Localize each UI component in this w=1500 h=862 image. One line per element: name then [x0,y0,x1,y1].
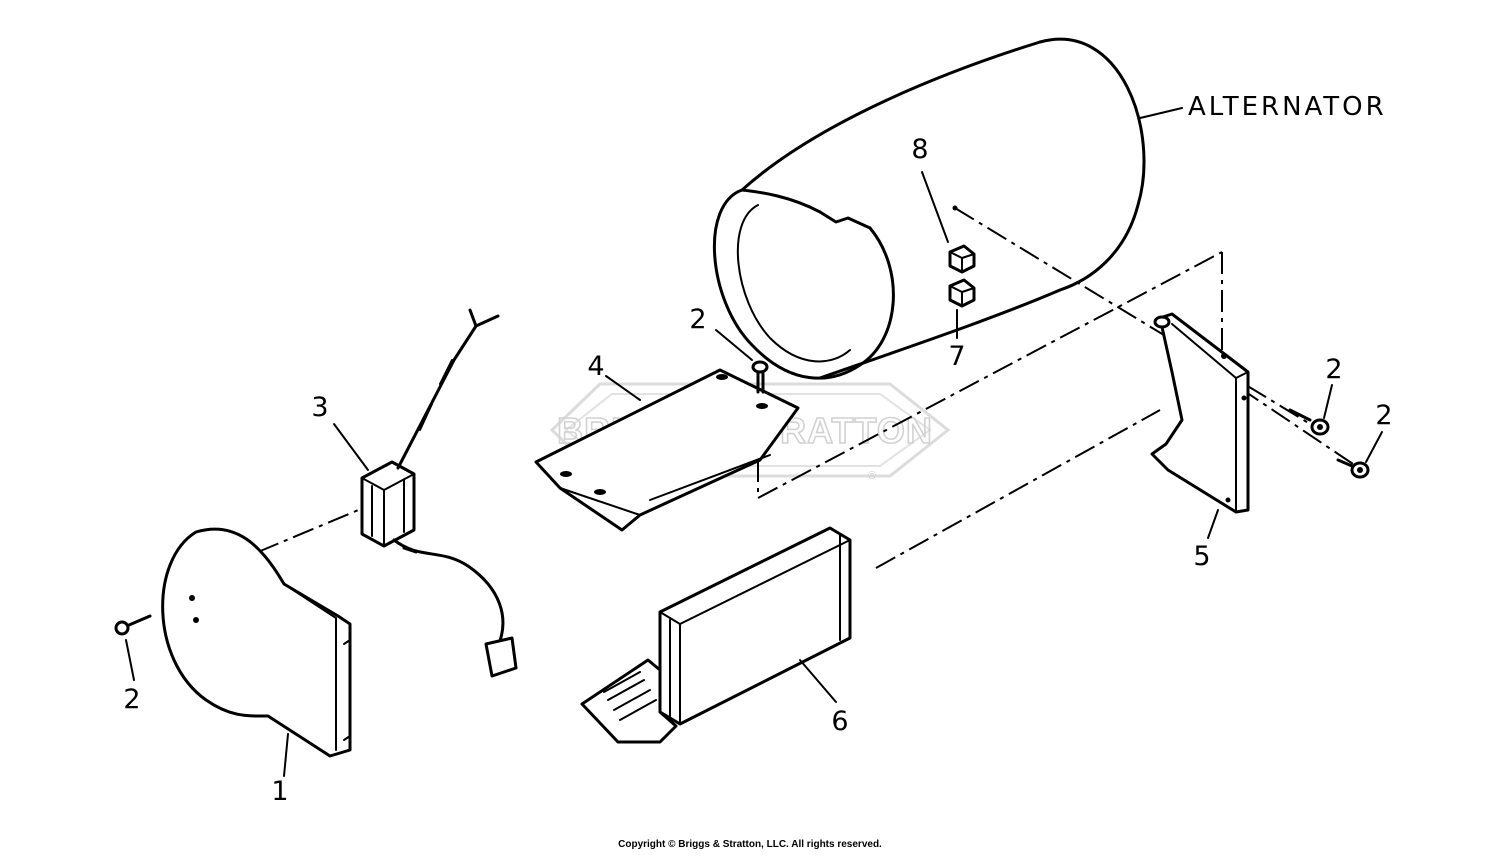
callout-5: 5 [1193,541,1210,572]
callout-7: 7 [948,341,965,372]
watermark-registered-mark: ® [868,470,876,482]
mounting-bracket-part-4 [534,368,800,532]
callout-8: 8 [911,134,928,165]
alternator-label: ALTERNATOR [1188,92,1387,122]
module-part-3 [360,308,518,678]
control-box-part-6 [580,526,852,744]
bolt-part-2-right-upper [1288,408,1330,436]
callout-4: 4 [587,351,604,382]
alternator-leader-line [1139,107,1183,119]
watermark-outline-inner [564,393,932,467]
bolt-part-2-right-lower [1336,458,1370,479]
screw-part-2-center [751,360,769,394]
leader-4 [605,375,641,401]
spacer-part-7 [948,278,976,308]
callout-6: 6 [831,706,848,737]
alternator-body [712,37,1146,380]
side-bracket-part-5 [1150,312,1250,514]
leader-6 [799,659,837,703]
cover-plate-part-1 [161,527,352,758]
callout-2-right-lower: 2 [1375,400,1392,431]
leader-2-right-upper [1323,384,1333,419]
leader-1 [283,733,289,777]
callout-3: 3 [311,392,328,423]
screw-part-2-left [114,614,152,636]
leader-2-center [715,329,753,361]
callout-2-left: 2 [123,684,140,715]
alignment-line-box-6-to-bracket-5 [875,409,1161,569]
callout-1: 1 [271,776,288,807]
alignment-line-cover-1-to-module-3 [257,505,369,553]
callout-2-center: 2 [689,304,706,335]
leader-2-right-lower [1365,431,1383,463]
leader-5 [1207,509,1219,539]
callout-2-right-upper: 2 [1325,354,1342,385]
alignment-line-alternator-to-bracket-5 [954,207,1321,431]
leader-2-left [125,639,135,681]
leader-8 [921,171,949,243]
watermark-outline-outer [549,382,951,478]
copyright-notice: Copyright © Briggs & Stratton, LLC. All … [618,839,882,850]
alignment-line-bolts-right [1239,387,1357,467]
leader-3 [333,423,369,471]
spacer-part-8 [948,244,976,274]
alignment-line-bracket-4-to-5 [757,251,1223,500]
